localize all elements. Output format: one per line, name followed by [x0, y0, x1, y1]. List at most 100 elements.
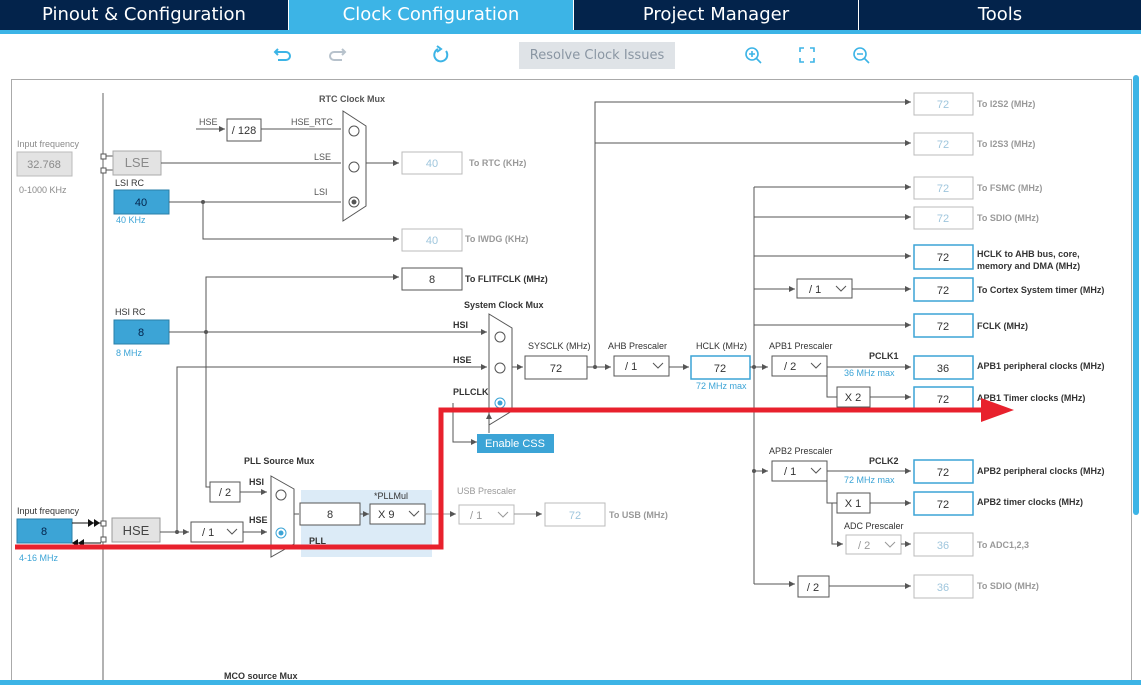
fclk-value: 72	[937, 321, 949, 333]
adc-prescaler-value: / 2	[858, 540, 870, 552]
to-sdio-label: To SDIO (MHz)	[977, 213, 1039, 223]
rtc-mux-radio[interactable]	[348, 161, 360, 173]
hse-prediv-select[interactable]	[190, 521, 244, 543]
hse-input-value: 8	[41, 526, 47, 538]
sysclk-label: SYSCLK (MHz)	[528, 341, 591, 351]
chevron-down-icon	[884, 541, 896, 548]
apb2-timer-label: APB2 timer clocks (MHz)	[977, 497, 1083, 507]
fclk-label: FCLK (MHz)	[977, 321, 1028, 331]
bottom-scroll-bar[interactable]	[0, 680, 1141, 685]
ahb-prescaler-select[interactable]	[613, 355, 670, 377]
to-usb-value: 72	[569, 510, 581, 522]
fit-to-screen-icon[interactable]	[796, 44, 818, 66]
usb-prescaler-label: USB Prescaler	[457, 486, 516, 496]
apb1-periph-label: APB1 peripheral clocks (MHz)	[977, 361, 1105, 371]
tab-pinout-configuration[interactable]: Pinout & Configuration	[42, 4, 246, 25]
mco-source-mux-title: MCO source Mux	[224, 671, 298, 681]
apb2-periph-label: APB2 peripheral clocks (MHz)	[977, 466, 1105, 476]
to-rtc-box	[401, 151, 463, 175]
refresh-icon[interactable]	[430, 44, 452, 66]
apb1-prescaler-value: / 2	[784, 361, 796, 373]
pll-input-value: 8	[327, 509, 333, 521]
apb2-timer-value: 72	[937, 499, 949, 511]
hclk-label: HCLK (MHz)	[696, 341, 747, 351]
hse-rtc-label: HSE_RTC	[291, 117, 333, 127]
usb-prescaler-value: / 1	[470, 510, 482, 522]
hsi-label: HSI RC	[115, 307, 146, 317]
to-iwdg-box	[401, 228, 463, 252]
hse-input-field[interactable]	[16, 518, 73, 544]
apb2-prescaler-value: / 1	[784, 466, 796, 478]
apb1-prescaler-label: APB1 Prescaler	[769, 341, 833, 351]
pll-src-hse-label: HSE	[249, 515, 268, 525]
lse-label: LSE	[125, 155, 150, 170]
apb2-prescaler-select[interactable]	[771, 460, 828, 482]
lse-input-label: Input frequency	[17, 139, 80, 149]
apb1-prescaler-select[interactable]	[771, 355, 828, 377]
red-arrow-head	[981, 398, 1014, 422]
pll-label: PLL	[309, 536, 327, 546]
sdio-div: / 2	[807, 582, 819, 594]
sys-mux-radio[interactable]	[494, 362, 506, 374]
hse-label: HSE	[123, 523, 150, 538]
hclk-ahb-label: HCLK to AHB bus, core,	[977, 249, 1080, 259]
tab-project-manager[interactable]: Project Manager	[642, 4, 790, 25]
hse-input-range: 4-16 MHz	[19, 553, 59, 563]
pll-src-radio[interactable]	[275, 489, 287, 501]
to-sdio2-value: 36	[937, 582, 949, 594]
cortex-prescaler-select[interactable]	[796, 278, 853, 299]
sys-mux-radio[interactable]	[494, 331, 506, 343]
tab-divider	[858, 0, 859, 30]
pll-hsi-div2: / 2	[219, 487, 231, 499]
clock-tree-diagram: Input frequency 32.768 0-1000 KHz LSE LS…	[15, 92, 1105, 685]
redo-icon[interactable]	[326, 44, 348, 66]
sysclk-value: 72	[550, 363, 562, 375]
enable-css-button[interactable]	[477, 434, 554, 453]
apb2-timer-mul: X 1	[845, 498, 862, 510]
adc-prescaler-label: ADC Prescaler	[844, 521, 904, 531]
system-clock-mux-title: System Clock Mux	[464, 300, 544, 310]
hse-pin	[100, 536, 107, 543]
chevron-down-icon	[810, 362, 822, 369]
apb1-timer-mul: X 2	[845, 392, 862, 404]
chevron-down-icon	[497, 511, 509, 518]
vertical-scrollbar[interactable]	[1133, 75, 1139, 515]
tab-divider	[288, 0, 289, 30]
chevron-down-icon	[835, 285, 847, 292]
zoom-out-icon[interactable]	[850, 44, 872, 66]
hclk-ahb-box	[913, 244, 974, 270]
lse-pin	[100, 153, 107, 160]
resolve-clock-issues-button[interactable]: Resolve Clock Issues	[519, 42, 675, 69]
lse-input-field[interactable]	[16, 151, 73, 177]
zoom-in-icon[interactable]	[742, 44, 764, 66]
to-i2s3-value: 72	[937, 139, 949, 151]
to-i2s3-box	[913, 132, 974, 156]
to-adc-value: 36	[937, 540, 949, 552]
pllmul-value: X 9	[378, 509, 395, 521]
apb1-timer-value: 72	[937, 394, 949, 406]
hsi-value: 8	[138, 327, 144, 339]
rtc-hse-label: HSE	[199, 117, 218, 127]
ahb-prescaler-value: / 1	[625, 361, 637, 373]
apb1-periph-box	[913, 355, 974, 380]
apb2-max: 72 MHz max	[844, 475, 895, 485]
cortex-timer-box	[913, 277, 974, 302]
to-i2s2-box	[913, 92, 974, 116]
cortex-timer-label: To Cortex System timer (MHz)	[977, 285, 1104, 295]
rtc-mux-title: RTC Clock Mux	[319, 94, 385, 104]
tab-divider	[573, 0, 574, 30]
lse-input-range: 0-1000 KHz	[19, 185, 67, 195]
hclk-ahb-label-2: memory and DMA (MHz)	[977, 261, 1080, 271]
to-flitfclk-label: To FLITFCLK (MHz)	[465, 274, 548, 284]
lse-pin	[100, 167, 107, 174]
rtc-mux-radio[interactable]	[348, 125, 360, 137]
tab-tools[interactable]: Tools	[977, 4, 1023, 25]
cortex-prescaler-value: / 1	[809, 284, 821, 296]
chevron-down-icon	[226, 528, 238, 535]
tab-clock-configuration[interactable]: Clock Configuration	[289, 0, 573, 30]
undo-icon[interactable]	[272, 44, 294, 66]
to-sdio-box	[913, 206, 974, 230]
to-rtc-label: To RTC (KHz)	[469, 158, 526, 168]
hse-oscillator[interactable]	[111, 517, 161, 543]
to-iwdg-label: To IWDG (KHz)	[465, 234, 528, 244]
